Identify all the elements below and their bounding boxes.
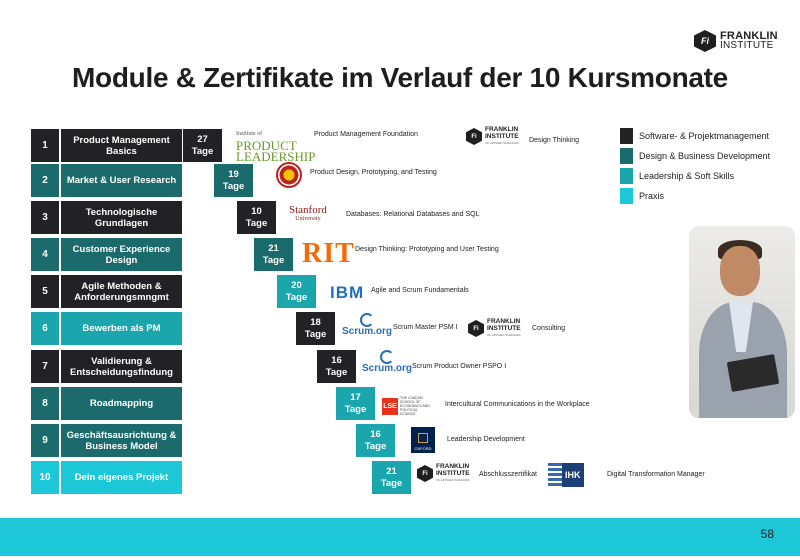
duration-block: 17 Tage: [336, 387, 375, 420]
legend-item: Leadership & Soft Skills: [620, 168, 734, 184]
module-number: 10: [31, 461, 59, 494]
ibm-logo: IBM: [330, 283, 365, 302]
duration-block: 10 Tage: [237, 201, 276, 234]
logo-line-1: FRANKLIN: [720, 30, 778, 42]
certificate-text: Intercultural Communications in the Work…: [445, 401, 590, 408]
module-number: 6: [31, 312, 59, 345]
certificate-text: Scrum Product Owner PSPO I: [412, 363, 507, 370]
duration-block: 21 Tage: [372, 461, 411, 494]
module-name: Market & User Research: [61, 164, 182, 197]
legend-swatch: [620, 168, 633, 184]
module-number: 4: [31, 238, 59, 271]
logo-line-2: INSTITUTE: [720, 40, 774, 51]
module-name: Geschäftsausrichtung & Business Model: [61, 424, 182, 457]
module-number: 2: [31, 164, 59, 197]
certificate-text: Design Thinking: [529, 137, 580, 144]
module-name: Roadmapping: [61, 387, 182, 420]
module-number: 9: [31, 424, 59, 457]
scrum-org-logo: Scrum.org: [342, 313, 392, 337]
module-number: 5: [31, 275, 59, 308]
certificate-text: Consulting: [532, 325, 566, 332]
franklin-institute-logo: Fi FRANKLIN INSTITUTE: [694, 30, 778, 52]
module-number: 7: [31, 350, 59, 383]
duration-block: 18 Tage: [296, 312, 335, 345]
certificate-text: Scrum Master PSM I: [393, 324, 458, 331]
certificate-text: Agile and Scrum Fundamentals: [371, 287, 469, 294]
module-name: Customer Experience Design: [61, 238, 182, 271]
certificate-text: Leadership Development: [447, 436, 525, 443]
ihk-logo: IHK: [548, 463, 584, 487]
duration-block: 21 Tage: [254, 238, 293, 271]
certificate-text: Digital Transformation Manager: [607, 471, 705, 478]
duration-block: 27 Tage: [183, 129, 222, 162]
rit-logo: RIT: [302, 238, 355, 269]
module-name: Technologische Grundlagen: [61, 201, 182, 234]
module-name: Validierung & Entscheidungsfindung: [61, 350, 182, 383]
module-number: 8: [31, 387, 59, 420]
scrum-org-logo: Scrum.org: [362, 350, 412, 374]
module-number: 1: [31, 129, 59, 162]
module-name: Agile Methoden & Anforderungsmngmt: [61, 275, 182, 308]
maryland-seal-logo: [276, 162, 302, 188]
legend-swatch: [620, 148, 633, 164]
duration-block: 19 Tage: [214, 164, 253, 197]
module-name: Bewerben als PM: [61, 312, 182, 345]
legend-swatch: [620, 188, 633, 204]
legend-item: Design & Business Development: [620, 148, 770, 164]
legend-item: Praxis: [620, 188, 664, 204]
legend-swatch: [620, 128, 633, 144]
certificate-text: Abschlusszertifikat: [479, 471, 537, 478]
duration-block: 16 Tage: [356, 424, 395, 457]
footer-bar: 58: [0, 518, 800, 556]
slide-title: Module & Zertifikate im Verlauf der 10 K…: [72, 62, 728, 93]
certificate-text: Databases: Relational Databases and SQL: [346, 211, 480, 218]
certificate-text: Product Management Foundation: [314, 131, 418, 138]
page-number: 58: [760, 527, 774, 541]
certificate-text: Product Design, Prototyping, and Testing: [310, 169, 437, 176]
oxford-logo: OXFORD: [411, 427, 435, 453]
duration-block: 20 Tage: [277, 275, 316, 308]
presenter-photo: [689, 226, 795, 418]
duration-block: 16 Tage: [317, 350, 356, 383]
franklin-logo-icon: Fi: [694, 30, 716, 52]
legend-item: Software- & Projektmanagement: [620, 128, 769, 144]
module-number: 3: [31, 201, 59, 234]
module-name: Product Management Basics: [61, 129, 182, 162]
certificate-text: Design Thinking: Prototyping and User Te…: [355, 246, 499, 253]
module-name: Dein eigenes Projekt: [61, 461, 182, 494]
